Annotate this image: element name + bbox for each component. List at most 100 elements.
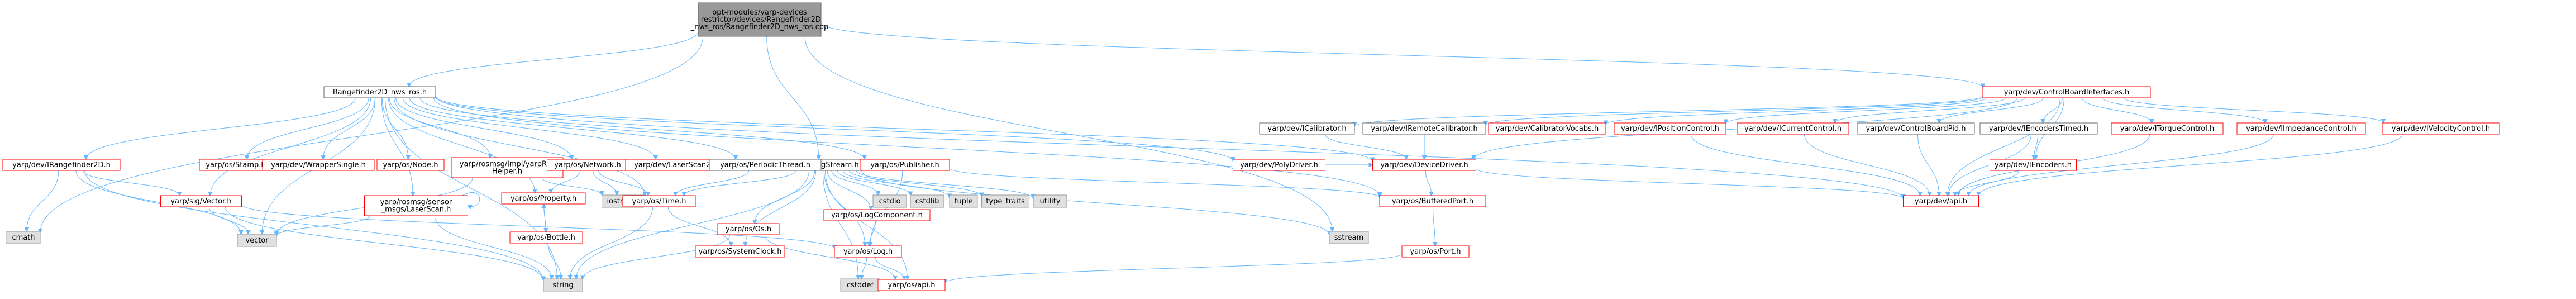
node-itorque[interactable]: yarp/dev/ITorqueControl.h bbox=[2111, 122, 2224, 135]
node-label: _msgs/LaserScan.h bbox=[381, 206, 451, 214]
node-laserscan2d[interactable]: yarp/dev/LaserScan2D.h bbox=[625, 159, 732, 171]
node-calibvocabs[interactable]: yarp/dev/CalibratorVocabs.h bbox=[1488, 122, 1606, 135]
node-osapi[interactable]: yarp/os/api.h bbox=[877, 279, 946, 291]
node-box bbox=[1362, 122, 1486, 135]
node-box bbox=[1401, 245, 1470, 258]
edge-logcomponent-to-log-h bbox=[869, 220, 876, 246]
edge-ilog-to-cstddef bbox=[822, 170, 858, 279]
node-rf2d-h[interactable]: Rangefinder2D_nws_ros.h bbox=[323, 86, 436, 98]
node-icurrent[interactable]: yarp/dev/ICurrentControl.h bbox=[1737, 122, 1849, 135]
node-os-h[interactable]: yarp/os/Os.h bbox=[717, 223, 780, 235]
edge-ctrlboard-if-to-icalibrator bbox=[1354, 96, 1983, 126]
node-box bbox=[451, 157, 564, 178]
node-icalibrator[interactable]: yarp/dev/ICalibrator.h bbox=[1259, 122, 1355, 135]
node-box bbox=[1329, 231, 1369, 244]
edge-iencoders-to-devapi bbox=[1955, 170, 2020, 196]
node-box bbox=[1372, 159, 1476, 171]
node-label: type_traits bbox=[986, 197, 1025, 206]
edge-devicedriver-to-bufferedport bbox=[1425, 170, 1431, 196]
edge-bottle-to-string bbox=[548, 243, 561, 279]
edge-rf2d-h-to-publisher bbox=[419, 97, 864, 159]
node-label: yarp/dev/IRangefinder2D.h bbox=[12, 161, 111, 169]
edge-time-to-string bbox=[570, 206, 653, 279]
node-iremotecal[interactable]: yarp/dev/IRemoteCalibrator.h bbox=[1362, 122, 1486, 135]
node-devicedriver[interactable]: yarp/dev/DeviceDriver.h bbox=[1372, 159, 1476, 171]
edge-ctrlboard-if-to-iposctrl bbox=[1726, 97, 2006, 124]
node-label: yarp/dev/PolyDriver.h bbox=[1240, 161, 1318, 169]
node-vector[interactable]: vector bbox=[237, 234, 277, 247]
node-laserscan[interactable]: yarp/rosmsg/sensor_msgs/LaserScan.h bbox=[364, 195, 468, 216]
edge-os-h-to-string bbox=[583, 234, 731, 279]
node-box bbox=[2382, 122, 2500, 135]
edge-ilog-to-sstream bbox=[861, 170, 1329, 235]
node-box bbox=[1614, 122, 1726, 135]
node-box bbox=[2, 159, 121, 171]
node-box bbox=[509, 231, 583, 244]
node-label: yarp/os/Os.h bbox=[726, 225, 771, 234]
edge-root-to-ilog bbox=[766, 36, 819, 159]
edge-rf2d-h-to-laserscan bbox=[381, 97, 413, 196]
node-label: yarp/dev/DeviceDriver.h bbox=[1380, 161, 1468, 169]
node-iencoderstimed[interactable]: yarp/dev/IEncodersTimed.h bbox=[1979, 122, 2098, 135]
node-periodic[interactable]: yarp/os/PeriodicThread.h bbox=[709, 159, 822, 171]
node-cstddef[interactable]: cstddef bbox=[840, 278, 880, 292]
node-label: yarp/os/Network.h bbox=[554, 161, 621, 169]
node-port[interactable]: yarp/os/Port.h bbox=[1401, 245, 1470, 258]
node-devapi[interactable]: yarp/dev/api.h bbox=[1903, 195, 1979, 207]
node-root[interactable]: opt-modules/yarp-devices-restrictor/devi… bbox=[690, 2, 829, 37]
node-ivelocity[interactable]: yarp/dev/IVelocityControl.h bbox=[2382, 122, 2500, 135]
edge-log-h-to-osapi bbox=[875, 257, 904, 279]
node-log-h[interactable]: yarp/os/Log.h bbox=[834, 245, 902, 258]
edge-laserscan-to-string bbox=[434, 215, 551, 279]
node-wrappersingle[interactable]: yarp/dev/WrapperSingle.h bbox=[262, 159, 375, 171]
edge-ilog-to-cstdlib bbox=[837, 170, 910, 196]
node-sstream[interactable]: sstream bbox=[1329, 231, 1369, 244]
edge-ilog-to-log-h bbox=[823, 170, 865, 246]
edge-devicedriver-to-devapi bbox=[1476, 168, 1904, 199]
node-cstdio[interactable]: cstdio bbox=[872, 194, 907, 208]
edge-ctrlboard-if-to-iimpedance bbox=[2102, 97, 2265, 123]
node-systemclock[interactable]: yarp/os/SystemClock.h bbox=[695, 245, 785, 258]
node-label: yarp/os/Log.h bbox=[843, 248, 893, 256]
node-stamp[interactable]: yarp/os/Stamp.h bbox=[199, 159, 273, 171]
node-box bbox=[877, 279, 946, 291]
node-vector-h[interactable]: yarp/sig/Vector.h bbox=[160, 195, 242, 207]
node-box bbox=[2236, 122, 2366, 135]
node-label: utility bbox=[1040, 197, 1061, 206]
node-iimpedance[interactable]: yarp/dev/IImpedanceControl.h bbox=[2236, 122, 2366, 135]
node-label: yarp/dev/WrapperSingle.h bbox=[271, 161, 366, 169]
node-ctrlboard-if[interactable]: yarp/dev/ControlBoardInterfaces.h bbox=[1982, 86, 2151, 98]
edge-ctrlboard-if-to-ctrlboardpid bbox=[1939, 97, 2044, 123]
node-tuple[interactable]: tuple bbox=[949, 194, 978, 208]
node-label: tuple bbox=[954, 197, 972, 206]
node-node[interactable]: yarp/os/Node.h bbox=[376, 159, 445, 171]
node-property[interactable]: yarp/os/Property.h bbox=[501, 192, 586, 205]
node-publisher[interactable]: yarp/os/Publisher.h bbox=[860, 159, 950, 171]
nodes-layer: opt-modules/yarp-devices-restrictor/devi… bbox=[2, 2, 2500, 292]
node-irangefinder[interactable]: yarp/dev/IRangefinder2D.h bbox=[2, 159, 121, 171]
node-iposctrl[interactable]: yarp/dev/IPositionControl.h bbox=[1614, 122, 1726, 135]
node-iencoders[interactable]: yarp/dev/IEncoders.h bbox=[1990, 159, 2077, 171]
node-time[interactable]: yarp/os/Time.h bbox=[622, 195, 696, 207]
node-bottle[interactable]: yarp/os/Bottle.h bbox=[509, 231, 583, 244]
edge-irangefinder-to-cmath bbox=[27, 170, 59, 231]
node-cmath[interactable]: cmath bbox=[6, 231, 41, 244]
node-network[interactable]: yarp/os/Network.h bbox=[547, 159, 628, 171]
node-label: Rangefinder2D_nws_ros.h bbox=[333, 88, 427, 97]
node-logcomponent[interactable]: yarp/os/LogComponent.h bbox=[823, 209, 931, 221]
node-string[interactable]: string bbox=[543, 278, 583, 292]
edge-root-to-ctrlboard-if bbox=[820, 22, 1983, 88]
node-type-traits[interactable]: type_traits bbox=[981, 194, 1029, 208]
node-polydriver[interactable]: yarp/dev/PolyDriver.h bbox=[1233, 159, 1325, 171]
node-label: yarp/os/Stamp.h bbox=[206, 161, 265, 169]
node-label: yarp/dev/ITorqueControl.h bbox=[2120, 125, 2214, 133]
edge-ilog-to-logcomponent bbox=[827, 170, 871, 210]
node-box bbox=[949, 194, 978, 208]
node-utility[interactable]: utility bbox=[1033, 194, 1067, 208]
node-cstdlib[interactable]: cstdlib bbox=[910, 194, 944, 208]
node-box bbox=[823, 209, 931, 221]
node-bufferedport[interactable]: yarp/os/BufferedPort.h bbox=[1379, 195, 1486, 207]
node-ctrlboardpid[interactable]: yarp/dev/ControlBoardPid.h bbox=[1857, 122, 1975, 135]
node-box bbox=[2111, 122, 2224, 135]
